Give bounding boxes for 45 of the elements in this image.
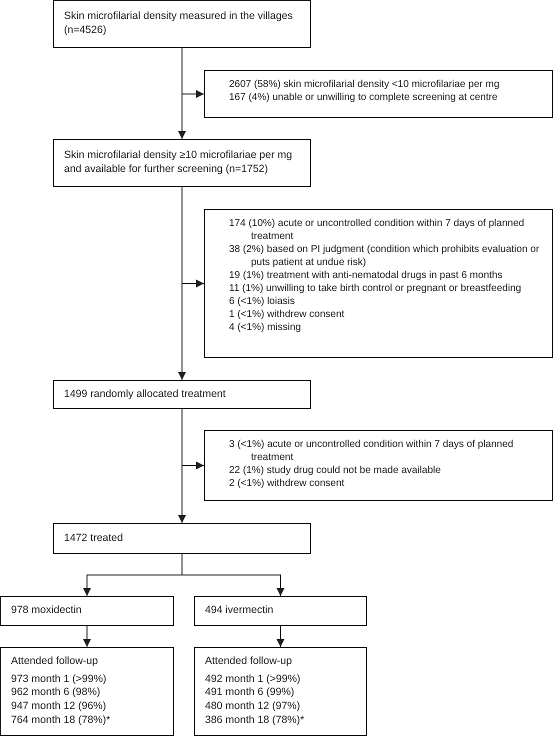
arrow — [182, 186, 204, 288]
process-box — [194, 596, 367, 626]
box-text: 1472 treated — [64, 532, 124, 546]
exclusion-box — [204, 70, 553, 118]
box-text: 494 ivermectin — [205, 604, 274, 618]
exclusion-box — [204, 209, 553, 358]
exclusion-item: 11 (1%) unwilling to take birth control or pregnant or breastfeeding — [228, 282, 522, 295]
exclusion-item: 2 (<1%) withdrew consent — [228, 477, 346, 490]
arrow — [276, 626, 284, 648]
arrow — [182, 408, 204, 470]
box-heading: Attended follow-up — [205, 655, 293, 669]
exclusion-item: 22 (1%) study drug could not be made available — [228, 464, 442, 477]
arrow — [83, 626, 91, 648]
follow-up-line: 492 month 1 (>99%) — [205, 672, 302, 686]
process-box — [0, 647, 174, 736]
exclusion-item: 4 (<1%) missing — [228, 321, 302, 334]
process-box — [53, 380, 311, 409]
box-text: 1499 randomly allocated treatment — [64, 388, 227, 402]
exclusion-item: 167 (4%) unable or unwilling to complete screening at centre — [228, 91, 498, 104]
box-text: 978 moxidectin — [11, 604, 83, 618]
exclusion-item: 19 (1%) treatment with anti-nematodal drugs in past 6 months — [228, 269, 504, 282]
exclusion-item: 1 (<1%) withdrew consent — [228, 308, 346, 321]
process-box — [53, 139, 311, 187]
box-heading: Attended follow-up — [11, 655, 99, 669]
exclusion-box — [204, 430, 553, 501]
box-text: Skin microfilarial density measured in the villages (n=4526) — [64, 10, 294, 38]
follow-up-line: 480 month 12 (97%) — [205, 700, 302, 714]
follow-up-line: 973 month 1 (>99%) — [11, 672, 108, 686]
exclusion-item: 3 (<1%) acute or uncontrolled condition within 7 days of planned treatment — [228, 438, 514, 464]
exclusion-item: 2607 (58%) skin microfilarial density <10 microfilariae per mg — [228, 78, 500, 91]
follow-up-line: 491 month 6 (99%) — [205, 686, 296, 700]
process-box — [194, 647, 367, 736]
follow-up-line: 947 month 12 (96%) — [11, 700, 108, 714]
exclusion-item: 174 (10%) acute or uncontrolled condition within 7 days of planned treatment — [228, 217, 526, 243]
process-box — [53, 523, 311, 554]
process-box — [53, 0, 311, 48]
exclusion-item: 38 (2%) based on PI judgment (condition which prohibits evaluation or puts patient at undue risk) — [228, 243, 540, 269]
follow-up-line: 962 month 6 (98%) — [11, 686, 102, 700]
process-box — [0, 596, 174, 626]
arrow — [182, 48, 204, 98]
arrow — [182, 554, 284, 596]
box-text: Skin microfilarial density ≥10 microfilariae per mg and available for further screening (n=1752) — [64, 149, 294, 177]
follow-up-line: 386 month 18 (78%)* — [205, 714, 306, 728]
follow-up-line: 764 month 18 (78%)* — [11, 714, 112, 728]
exclusion-item: 6 (<1%) loiasis — [228, 295, 296, 308]
